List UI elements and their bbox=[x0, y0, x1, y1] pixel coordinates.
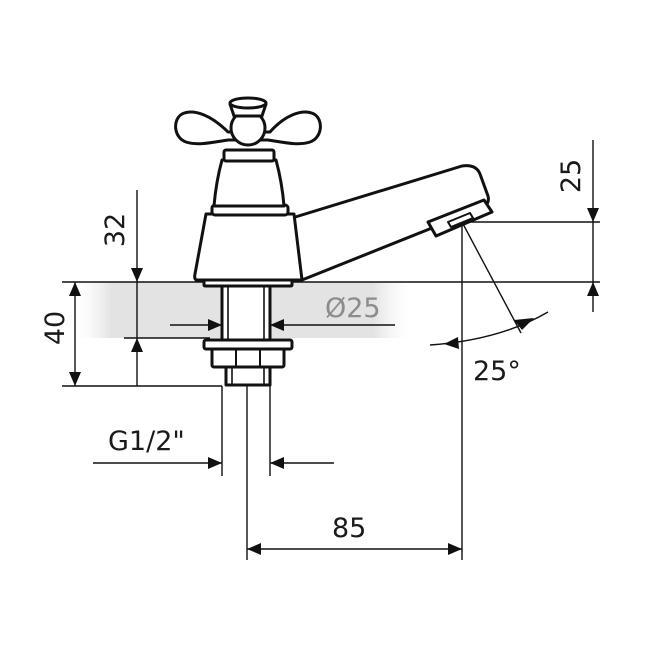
thread-arrow-left bbox=[208, 457, 222, 469]
shank-diameter-label: Ø25 bbox=[325, 293, 381, 324]
body-height-label: 32 bbox=[100, 213, 131, 247]
spout-angle-label: 25° bbox=[473, 356, 521, 387]
handle-cap-top bbox=[228, 96, 268, 110]
base-dim-arrow-down bbox=[69, 372, 81, 386]
reach-arrow-right bbox=[448, 543, 462, 555]
cross-handle bbox=[174, 110, 322, 146]
bonnet-ring bbox=[222, 148, 276, 163]
spout-dim-arrow-down bbox=[587, 208, 599, 222]
body-dim-arrow-up bbox=[131, 338, 143, 352]
base-dim-arrow-up bbox=[69, 282, 81, 296]
shank bbox=[220, 284, 272, 342]
reference-lines bbox=[62, 140, 600, 560]
threaded-tail bbox=[224, 365, 272, 387]
thread-label: G1/2" bbox=[108, 426, 185, 457]
lock-nut bbox=[210, 347, 286, 369]
base-height-label: 40 bbox=[40, 311, 71, 345]
angle-arrow-right bbox=[514, 318, 534, 330]
diameter-arrow-right bbox=[270, 319, 284, 331]
body-dim-arrow-down bbox=[131, 268, 143, 282]
arrowheads bbox=[69, 208, 599, 555]
spout-height-label: 25 bbox=[556, 159, 587, 193]
angle-arc bbox=[429, 311, 549, 346]
diameter-arrow-left bbox=[208, 319, 222, 331]
aerator-slot bbox=[447, 212, 474, 228]
angle-ray bbox=[461, 221, 522, 334]
valve-bonnet bbox=[212, 158, 286, 208]
angle-arrow-left bbox=[444, 337, 459, 349]
faucet bbox=[174, 96, 494, 387]
spout-dim-arrow-up bbox=[587, 282, 599, 296]
thread-arrow-right bbox=[270, 457, 284, 469]
reach-arrow-left bbox=[247, 543, 261, 555]
faucet-body bbox=[193, 212, 304, 282]
reach-label: 85 bbox=[332, 513, 366, 544]
